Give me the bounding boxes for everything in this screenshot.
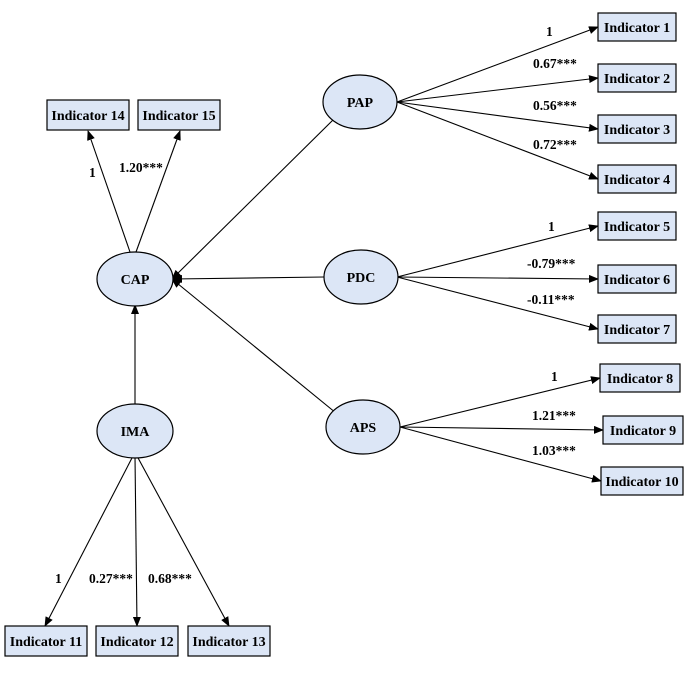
latent-cap-label: CAP (121, 273, 150, 288)
edge-cap-indicator-15 (135, 130, 181, 253)
indicator-box-8: Indicator 8 (599, 363, 681, 393)
coefficients: 1 0.67*** 0.56*** 0.72*** 1 -0.79*** -0.… (55, 24, 577, 586)
indicator-13-label: Indicator 13 (192, 635, 265, 650)
coef-pdc-5: 1 (548, 219, 555, 234)
indicator-11-label: Indicator 11 (10, 635, 82, 650)
indicator-box-5: Indicator 5 (597, 211, 677, 241)
edge-pap-indicator-2 (396, 75, 599, 103)
indicator-box-2: Indicator 2 (597, 63, 677, 93)
indicator-5-label: Indicator 5 (604, 220, 670, 235)
indicator-15-label: Indicator 15 (142, 109, 215, 124)
latent-aps: APS (325, 399, 401, 455)
latent-cap: CAP (96, 251, 174, 307)
indicator-box-12: Indicator 12 (95, 625, 179, 657)
indicator-box-4: Indicator 4 (597, 164, 677, 194)
coef-aps-8: 1 (551, 369, 558, 384)
latent-pdc-label: PDC (347, 271, 376, 286)
edge-pap-indicator-4 (396, 101, 599, 180)
indicator-box-7: Indicator 7 (597, 314, 677, 344)
edge-pdc-cap (172, 274, 325, 283)
edge-aps-cap (171, 278, 337, 414)
indicator-box-1: Indicator 1 (597, 12, 677, 42)
indicator-14-label: Indicator 14 (51, 109, 124, 124)
coef-aps-10: 1.03*** (532, 443, 576, 458)
coef-ima-12: 0.27*** (89, 571, 133, 586)
coef-pap-2: 0.67*** (533, 56, 577, 71)
indicator-box-14: Indicator 14 (46, 99, 130, 131)
edge-cap-indicator-14 (87, 130, 131, 253)
latent-ima: IMA (96, 403, 174, 459)
indicator-8-label: Indicator 8 (607, 372, 673, 387)
coef-cap-15: 1.20*** (119, 160, 163, 175)
indicator-box-9: Indicator 9 (602, 415, 684, 445)
coef-cap-14: 1 (89, 165, 96, 180)
coef-pap-1: 1 (546, 24, 553, 39)
indicator-4-label: Indicator 4 (604, 173, 670, 188)
edge-pap-indicator-3 (396, 101, 599, 132)
indicator-box-6: Indicator 6 (597, 264, 677, 294)
latent-ima-label: IMA (121, 425, 151, 440)
indicator-box-11: Indicator 11 (4, 625, 88, 657)
indicator-box-15: Indicator 15 (137, 99, 221, 131)
edge-pap-indicator-1 (396, 26, 599, 103)
edge-ima-indicator-13 (136, 455, 230, 627)
indicator-box-3: Indicator 3 (597, 114, 677, 144)
edge-pdc-indicator-5 (396, 224, 599, 278)
coef-pap-3: 0.56*** (533, 98, 577, 113)
latent-pap: PAP (322, 74, 398, 130)
latent-pap-label: PAP (347, 96, 374, 111)
coef-pdc-7: -0.11*** (527, 292, 575, 307)
indicator-9-label: Indicator 9 (610, 424, 676, 439)
edge-pdc-indicator-6 (396, 274, 599, 283)
edge-pap-cap (171, 117, 336, 280)
edge-pdc-indicator-7 (396, 276, 599, 331)
indicator-box-10: Indicator 10 (600, 466, 684, 496)
coef-aps-9: 1.21*** (532, 408, 576, 423)
edges (44, 26, 604, 627)
coef-ima-13: 0.68*** (148, 571, 192, 586)
coef-pdc-6: -0.79*** (527, 256, 576, 271)
indicator-12-label: Indicator 12 (100, 635, 173, 650)
latent-aps-label: APS (350, 421, 377, 436)
edge-ima-indicator-12 (132, 455, 141, 627)
indicator-3-label: Indicator 3 (604, 123, 670, 138)
edge-aps-indicator-8 (399, 376, 601, 428)
edge-aps-indicator-9 (399, 425, 604, 434)
indicator-6-label: Indicator 6 (604, 273, 670, 288)
indicator-2-label: Indicator 2 (604, 72, 670, 87)
edge-aps-indicator-10 (399, 426, 602, 483)
edge-ima-indicator-11 (44, 455, 134, 627)
coef-pap-4: 0.72*** (533, 137, 577, 152)
latent-pdc: PDC (323, 249, 399, 305)
indicator-box-13: Indicator 13 (187, 625, 271, 657)
indicator-10-label: Indicator 10 (605, 475, 678, 490)
indicator-7-label: Indicator 7 (604, 323, 670, 338)
coef-ima-11: 1 (55, 571, 62, 586)
indicator-1-label: Indicator 1 (604, 21, 670, 36)
